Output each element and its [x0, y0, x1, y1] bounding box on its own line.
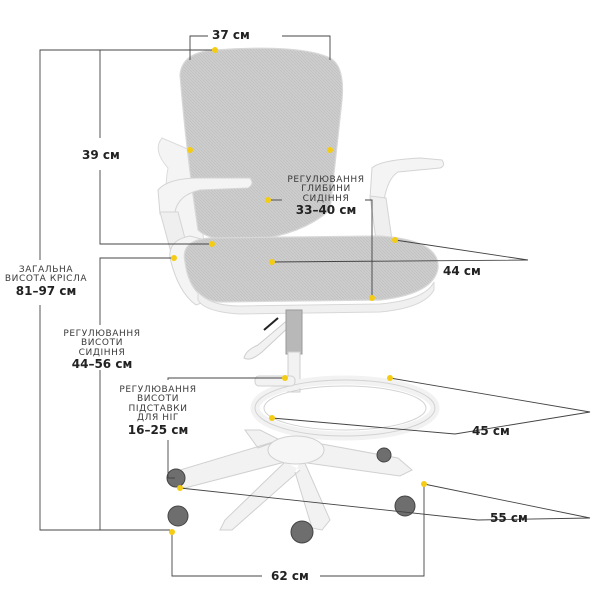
marker — [209, 241, 215, 247]
seat-width-label: 44 см — [443, 264, 481, 278]
marker — [421, 481, 427, 487]
marker — [177, 485, 183, 491]
marker — [327, 147, 333, 153]
marker — [392, 237, 398, 243]
marker — [282, 375, 288, 381]
left-armrest — [157, 177, 253, 215]
marker — [171, 255, 177, 261]
base-width-label: 62 см — [271, 569, 309, 583]
seat-depth-label: РЕГУЛЮВАННЯ ГЛИБИНИ СИДІННЯ 33–40 см — [287, 175, 365, 218]
seat-height-label: РЕГУЛЮВАННЯ ВИСОТИ СИДІННЯ 44–56 см — [63, 329, 141, 372]
height-lever — [243, 317, 293, 360]
base-depth-label: 55 см — [490, 511, 528, 525]
right-armrest — [369, 157, 445, 201]
marker — [265, 197, 271, 203]
backrest-mesh — [179, 47, 344, 241]
seat-cushion — [183, 235, 439, 303]
footrest-depth-label: 45 см — [472, 424, 510, 438]
seat-edge — [197, 281, 435, 315]
marker — [169, 529, 175, 535]
marker — [269, 259, 275, 265]
total-height-label: ЗАГАЛЬНА ВИСОТА КРІСЛА 81–97 см — [4, 265, 88, 298]
chair-illustration — [157, 47, 445, 544]
back-width-label: 37 см — [212, 28, 250, 42]
marker — [387, 375, 393, 381]
measurement-markers — [169, 47, 427, 535]
caster-wheels — [166, 447, 416, 544]
marker — [269, 415, 275, 421]
marker — [187, 147, 193, 153]
back-height-label: 39 см — [82, 148, 120, 162]
dimension-lines — [39, 35, 591, 577]
marker — [212, 47, 218, 53]
gas-column — [285, 309, 303, 355]
marker — [369, 295, 375, 301]
footrest-height-label: РЕГУЛЮВАННЯ ВИСОТИ ПІДСТАВКИ ДЛЯ НІГ 16–… — [119, 385, 197, 437]
